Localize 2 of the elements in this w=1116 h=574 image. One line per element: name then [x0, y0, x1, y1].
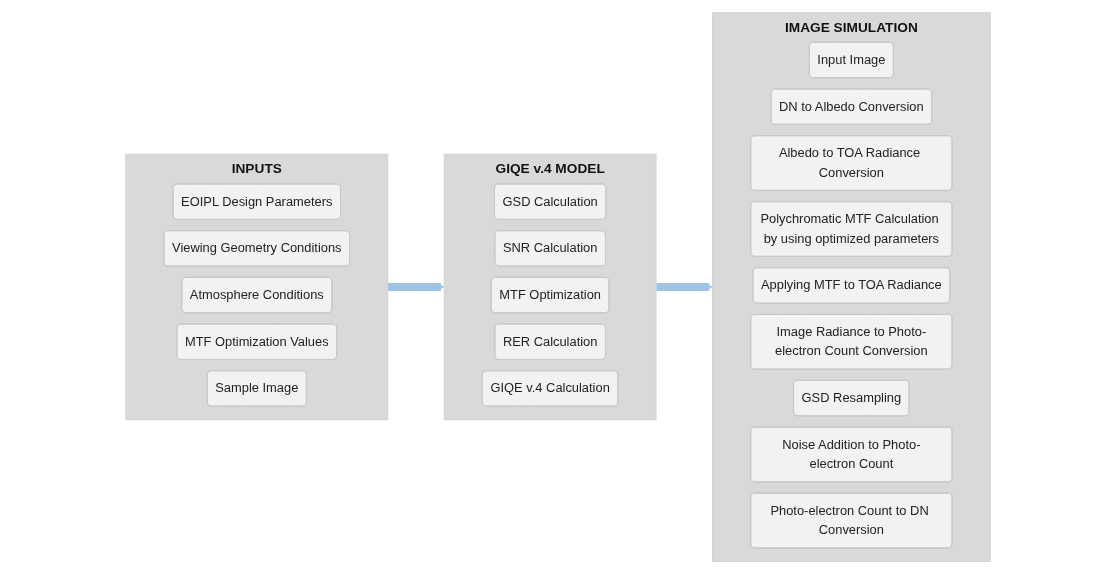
- arrow: [656, 282, 713, 292]
- arrow: [387, 282, 445, 292]
